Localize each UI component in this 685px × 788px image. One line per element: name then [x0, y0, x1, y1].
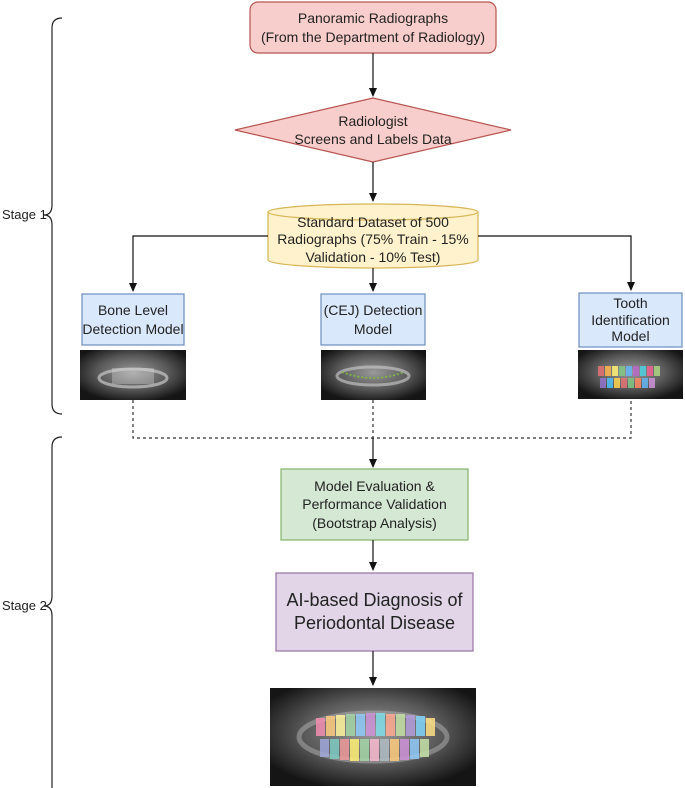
stage2-bracket	[43, 436, 63, 788]
evaluation-node: Model Evaluation & Performance Validatio…	[302, 478, 447, 531]
bone-model-node: Bone Level Detection Model	[82, 302, 184, 337]
stage-1-label: Stage 1	[2, 207, 47, 222]
bone-model-xray-image	[80, 350, 186, 400]
diagnosis-result-xray-image	[270, 688, 476, 786]
tooth-model-node: Tooth Identification Model	[591, 294, 670, 345]
tooth-model-xray-image	[578, 350, 683, 399]
cej-model-node: (CEJ) Detection Model	[323, 302, 423, 337]
source-node: Panoramic Radiographs (From the Departme…	[260, 10, 486, 45]
stage-2-label: Stage 2	[2, 598, 47, 613]
diagnosis-node: AI-based Diagnosis of Periodontal Diseas…	[286, 589, 463, 633]
screening-node: Radiologist Screens and Labels Data	[294, 112, 452, 147]
dataset-node: Standard Dataset of 500 Radiographs (75%…	[277, 213, 469, 265]
diagnosis-node-shape	[275, 572, 474, 652]
evaluation-node-shape	[280, 468, 469, 541]
branch-to-bone-model	[129, 235, 268, 292]
cej-model-shape	[320, 293, 426, 346]
branch-to-tooth-model	[478, 235, 635, 291]
bone-model-shape	[81, 293, 185, 346]
stage1-bracket	[43, 17, 63, 415]
tooth-model-shape	[578, 292, 683, 348]
dataset-node-shape	[267, 203, 479, 269]
dashed-merge-line	[132, 400, 632, 439]
cej-model-xray-image	[321, 350, 426, 400]
